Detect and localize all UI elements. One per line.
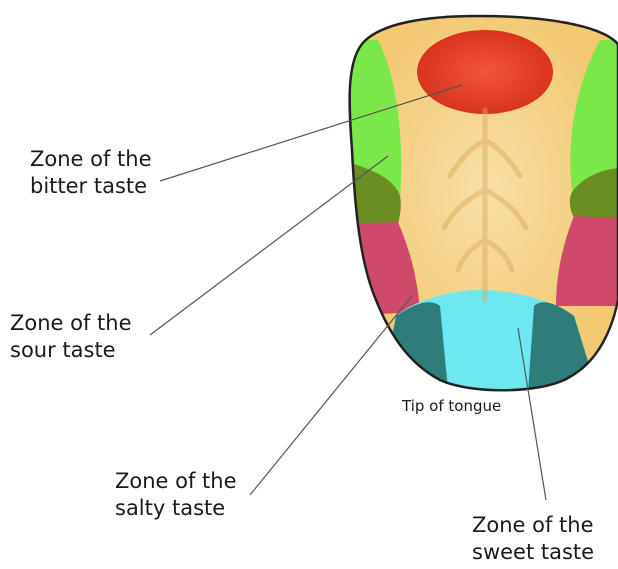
bitter-zone-label: Zone of the bitter taste	[30, 146, 152, 200]
sweet-zone-label: Zone of the sweet taste	[472, 512, 594, 566]
sour-zone-label: Zone of the sour taste	[10, 310, 132, 364]
sour-leader-line	[150, 156, 388, 335]
sour-label-line2: sour taste	[10, 337, 132, 364]
sweet-label-line2: sweet taste	[472, 539, 594, 566]
salty-leader-line	[250, 296, 412, 495]
salty-zone-label: Zone of the salty taste	[115, 468, 237, 522]
bitter-label-line1: Zone of the	[30, 146, 152, 173]
salty-label-line2: salty taste	[115, 495, 237, 522]
salty-label-line1: Zone of the	[115, 468, 237, 495]
bitter-zone	[417, 30, 553, 114]
sour-label-line1: Zone of the	[10, 310, 132, 337]
tip-of-tongue-label: Tip of tongue	[402, 397, 501, 415]
sweet-label-line1: Zone of the	[472, 512, 594, 539]
bitter-label-line2: bitter taste	[30, 173, 152, 200]
tongue-body	[340, 10, 618, 410]
